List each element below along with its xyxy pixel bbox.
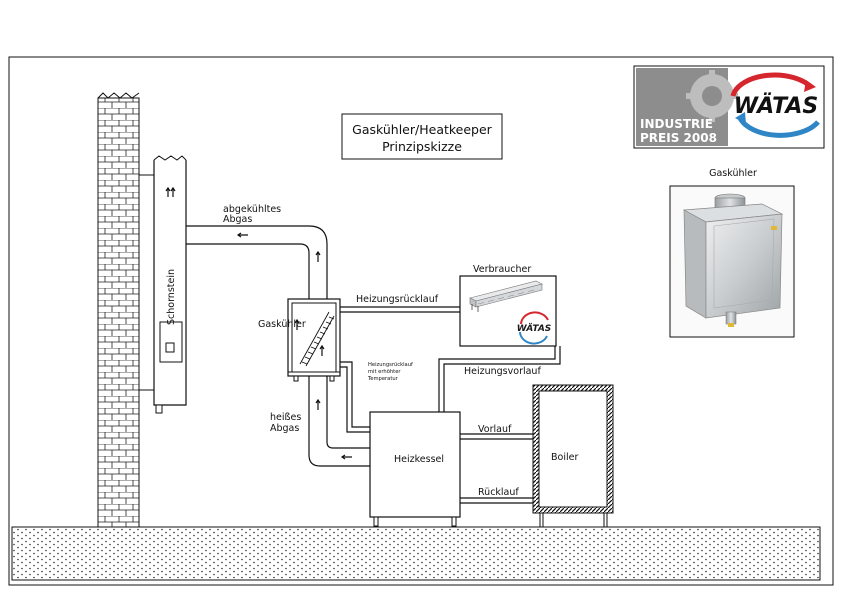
flow-label: Vorlauf [478,424,512,435]
gear-icon [686,70,738,122]
heating-boiler-label: Heizkessel [394,454,444,465]
consumer-label: Verbraucher [473,264,531,275]
left-arrow-icon [236,232,248,238]
heating-flow-pipe [438,346,561,412]
cooled-exhaust-label-line1: abgekühltes [223,204,281,215]
radiator-image [469,280,543,312]
heating-flow-label: Heizungsvorlauf [464,366,541,377]
chimney [139,155,187,414]
return-pipe [460,497,536,504]
up-arrow-icon [315,398,321,410]
chimney-label: Schornstein [166,269,177,325]
title-box [341,113,503,160]
cooled-exhaust-label-line2: Abgas [223,214,252,225]
up-arrow-icon [165,186,176,197]
raised-return-label-line2: mit erhöhter [368,369,401,375]
heating-return-label: Heizungsrücklauf [356,294,439,305]
badge-line2: PREIS 2008 [640,131,717,145]
title-line1: Gaskühler/Heatkeeper [352,122,493,137]
badge-line1: INDUSTRIE [640,117,713,131]
hot-exhaust-label-line2: Abgas [270,423,299,434]
left-arrow-icon [340,454,352,460]
photo-caption: Gaskühler [709,168,757,179]
gas-cooler-label: Gaskühler [258,319,306,330]
storage-boiler-label: Boiler [551,452,578,463]
gas-cooler-photo [669,185,795,338]
return-label: Rücklauf [478,487,519,498]
wätas-logo-small: WÄTAS [517,311,552,345]
gas-cooler-unit [287,298,341,382]
ground [11,526,821,581]
heat-exchanger-coil [299,311,335,367]
raised-return-label-line1: Heizungsrücklauf [368,362,413,368]
brick-wall [97,92,140,528]
raised-return-label-line3: Temperatur [367,376,399,382]
up-arrow-icon [294,318,325,356]
title-line2: Prinzipskizze [382,139,462,154]
cooled-exhaust-duct [186,225,328,299]
heating-return-pipe [340,306,460,313]
hot-exhaust-duct [308,376,370,467]
flow-pipe [460,433,536,440]
wätas-logo: WÄTAS [730,72,820,138]
badge-brand: WÄTAS [734,93,819,119]
industry-award-badge: INDUSTRIE PREIS 2008 WÄTAS [633,65,825,149]
heating-boiler-unit [369,411,461,527]
storage-boiler [532,384,614,528]
consumer-unit: WÄTAS [459,275,557,347]
up-arrow-icon [315,250,321,262]
raised-return-pipe [340,361,370,433]
consumer-brand: WÄTAS [517,323,552,334]
hot-exhaust-label-line1: heißes [270,412,301,423]
